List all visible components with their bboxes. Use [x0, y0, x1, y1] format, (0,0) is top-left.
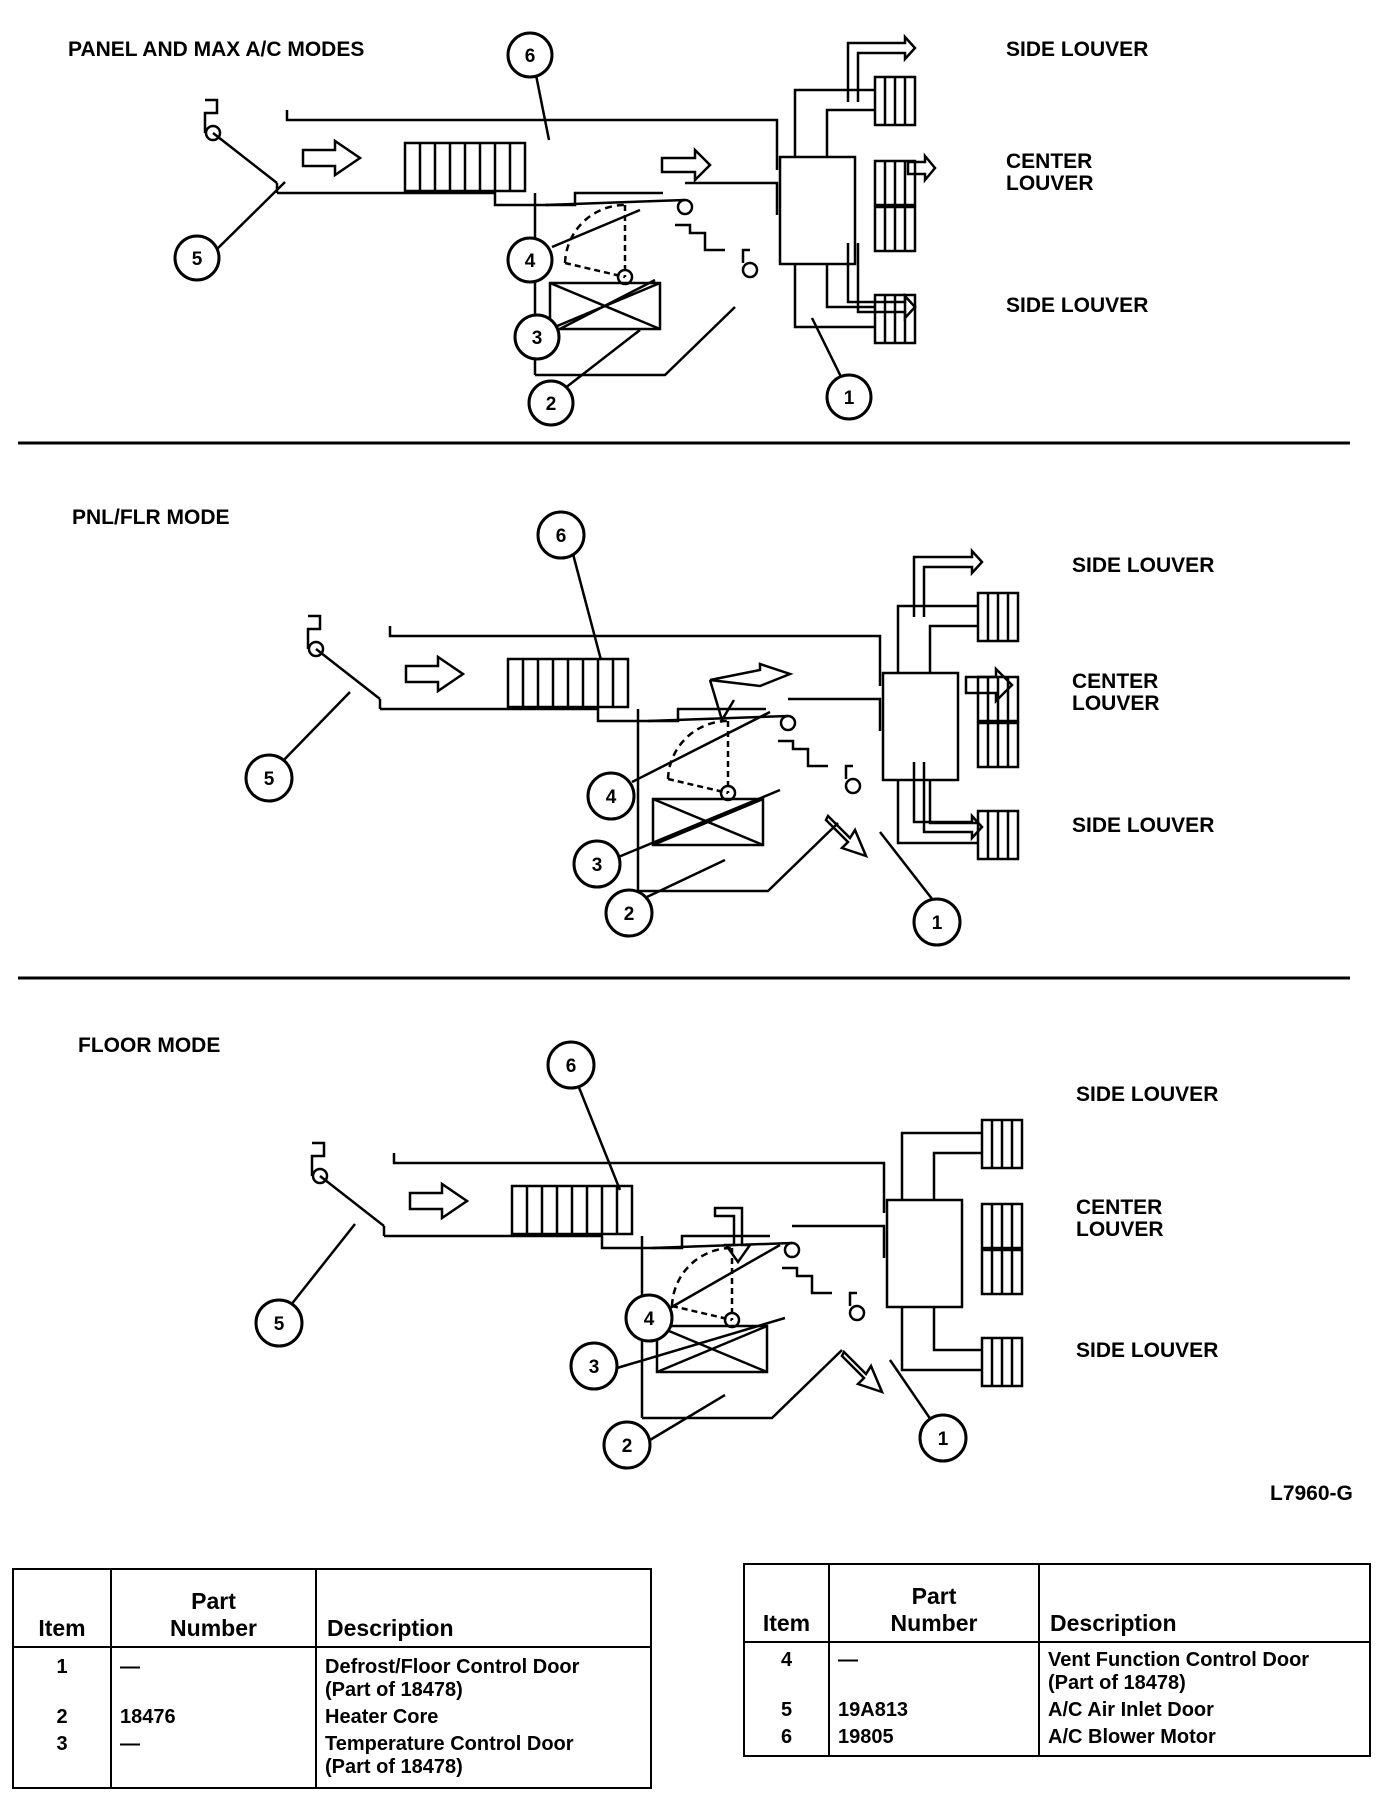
svg-text:5: 5 [274, 1314, 285, 1335]
callout-6: 6 [546, 1040, 596, 1090]
center-louver-label-line2: LOUVER [1076, 1218, 1164, 1241]
item-cell: 4 [744, 1642, 830, 1697]
part-number-cell: 19805 [829, 1724, 1040, 1756]
callout-2: 2 [604, 888, 654, 938]
hvac-airflow-diagram: PANEL AND MAX A/C MODES SIDE LOUVER CENT… [18, 31, 1350, 1470]
svg-text:6: 6 [566, 1056, 577, 1077]
item-cell: 2 [13, 1704, 112, 1731]
callout-4: 4 [624, 1293, 674, 1343]
part-number-cell: 19A813 [829, 1697, 1040, 1724]
svg-text:6: 6 [556, 526, 567, 547]
callout-5: 5 [244, 753, 294, 803]
callout-6: 6 [536, 510, 586, 560]
callout-3: 3 [569, 1341, 619, 1391]
callout-5: 5 [254, 1298, 304, 1348]
callout-1: 1 [918, 1413, 968, 1463]
svg-text:3: 3 [592, 855, 603, 876]
center-louver-label-line2: LOUVER [1072, 692, 1160, 715]
table-row: 6 19805 A/C Blower Motor [744, 1724, 1370, 1756]
description-cell: A/C Blower Motor [1048, 1726, 1216, 1748]
description-cell: A/C Air Inlet Door [1048, 1699, 1214, 1721]
item-cell: 3 [13, 1731, 112, 1788]
description-cell: Temperature Control Door(Part of 18478) [325, 1733, 574, 1778]
table-row: 4 — Vent Function Control Door(Part of 1… [744, 1642, 1370, 1697]
center-louver-label-line1: CENTER [1076, 1196, 1162, 1219]
panel-max-ac-mode-diagram: PANEL AND MAX A/C MODES SIDE LOUVER CENT… [68, 31, 1148, 427]
svg-text:1: 1 [844, 388, 855, 409]
header-item: Item [13, 1569, 112, 1648]
callout-1: 1 [912, 897, 962, 947]
mode-title-pnl-flr: PNL/FLR MODE [72, 506, 230, 529]
mode-title-floor: FLOOR MODE [78, 1034, 220, 1057]
item-cell: 5 [744, 1697, 830, 1724]
item-cell: 6 [744, 1724, 830, 1756]
part-number-cell: — [111, 1647, 317, 1704]
part-number-cell: 18476 [111, 1704, 317, 1731]
svg-text:1: 1 [932, 913, 943, 934]
callout-4: 4 [506, 236, 554, 284]
svg-text:1: 1 [938, 1429, 949, 1450]
callout-3: 3 [513, 313, 561, 361]
side-louver-label-top: SIDE LOUVER [1076, 1083, 1218, 1106]
center-louver-label-line1: CENTER [1072, 670, 1158, 693]
svg-text:4: 4 [644, 1309, 655, 1330]
side-louver-label-bottom: SIDE LOUVER [1076, 1339, 1218, 1362]
part-number-cell: — [829, 1642, 1040, 1697]
center-louver-label-line2: LOUVER [1006, 172, 1094, 195]
description-cell: Vent Function Control Door(Part of 18478… [1048, 1649, 1310, 1694]
center-louver-label-line1: CENTER [1006, 150, 1092, 173]
part-number-cell: — [111, 1731, 317, 1788]
svg-text:2: 2 [546, 394, 557, 415]
floor-mode-diagram: FLOOR MODE SIDE LOUVER CENTER LOUVER SID… [78, 1034, 1218, 1470]
description-cell: Defrost/Floor Control Door(Part of 18478… [325, 1656, 580, 1701]
louver-labels: SIDE LOUVER CENTER LOUVER SIDE LOUVER [1072, 554, 1214, 837]
svg-text:6: 6 [525, 46, 536, 67]
callout-4: 4 [586, 771, 636, 821]
louver-labels: SIDE LOUVER CENTER LOUVER SIDE LOUVER [1006, 38, 1148, 317]
callout-1: 1 [825, 373, 873, 421]
header-description: Description [1039, 1564, 1370, 1643]
side-louver-label-top: SIDE LOUVER [1072, 554, 1214, 577]
header-item: Item [744, 1564, 830, 1643]
svg-text:5: 5 [264, 769, 275, 790]
svg-text:2: 2 [624, 904, 635, 925]
description-cell: Heater Core [325, 1706, 439, 1728]
callout-5: 5 [173, 234, 221, 282]
callout-2: 2 [602, 1420, 652, 1470]
table-row: 3 — Temperature Control Door(Part of 184… [13, 1731, 651, 1788]
louver-labels: SIDE LOUVER CENTER LOUVER SIDE LOUVER [1076, 1083, 1218, 1362]
svg-text:4: 4 [606, 787, 617, 808]
table-row: 5 19A813 A/C Air Inlet Door [744, 1697, 1370, 1724]
side-louver-label-top: SIDE LOUVER [1006, 38, 1148, 61]
table-row: 1 — Defrost/Floor Control Door(Part of 1… [13, 1647, 651, 1704]
svg-text:5: 5 [192, 249, 203, 270]
header-description: Description [316, 1569, 651, 1648]
callout-6: 6 [506, 31, 554, 79]
pnl-flr-mode-diagram: PNL/FLR MODE SIDE LOUVER CENTER LOUVER S… [72, 506, 1214, 947]
svg-text:2: 2 [622, 1436, 633, 1457]
callout-2: 2 [527, 379, 575, 427]
figure-id: L7960-G [1270, 1482, 1353, 1505]
svg-text:4: 4 [525, 251, 536, 272]
item-cell: 1 [13, 1647, 112, 1704]
svg-text:3: 3 [532, 328, 543, 349]
side-louver-label-bottom: SIDE LOUVER [1072, 814, 1214, 837]
mode-title-panel: PANEL AND MAX A/C MODES [68, 38, 364, 61]
callout-3: 3 [572, 839, 622, 889]
side-louver-label-bottom: SIDE LOUVER [1006, 294, 1148, 317]
svg-text:3: 3 [589, 1357, 600, 1378]
table-row: 2 18476 Heater Core [13, 1704, 651, 1731]
